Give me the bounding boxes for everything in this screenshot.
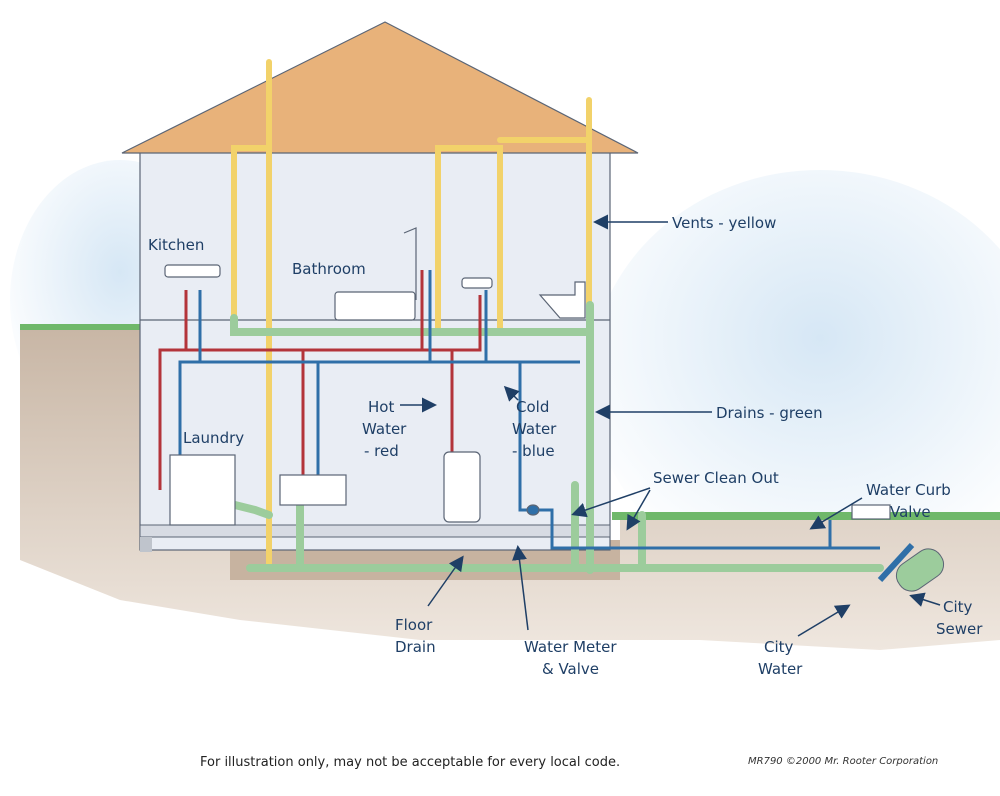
city-mains [877, 542, 945, 592]
drains-label: Drains - green [716, 404, 823, 422]
hot-water-label-line1: Hot [368, 398, 394, 416]
fixtures [164, 227, 891, 526]
sewer-clean-out-arrow-1 [571, 487, 651, 518]
laundry-tub [279, 474, 347, 506]
floor-drain-arrow [427, 555, 464, 607]
drain-pipes [230, 301, 884, 574]
hot-water-label-line3: - red [364, 442, 399, 460]
shower-head [403, 227, 417, 300]
city-sewer-arrow [909, 592, 941, 607]
leader-arrows [400, 214, 941, 637]
floor-drain-label-line2: Drain [395, 638, 436, 656]
water-meter [526, 504, 540, 516]
city-water-arrow [797, 604, 851, 637]
vents-label: Vents - yellow [672, 214, 776, 232]
hot-water-label-line2: Water [362, 420, 407, 438]
bathtub [334, 291, 416, 321]
cold-water-pipes [178, 270, 880, 550]
curb-valve-box [851, 504, 891, 520]
city-sewer-label-line2: Sewer [936, 620, 983, 638]
water-curb-valve-label-line2: Valve [890, 503, 931, 521]
sewer-clean-out-label: Sewer Clean Out [653, 469, 779, 487]
city-water-label-line2: Water [758, 660, 803, 678]
toilet [538, 281, 586, 319]
roof [121, 21, 639, 154]
vent-pipes [231, 59, 592, 571]
cold-water-label-line1: Cold [516, 398, 549, 416]
water-curb-valve-label-line1: Water Curb [866, 481, 951, 499]
credit-text: MR790 ©2000 Mr. Rooter Corporation [748, 756, 938, 767]
water-meter-label-line2: & Valve [542, 660, 599, 678]
cold-water-arrow [503, 385, 520, 402]
sewer-clean-out-arrow-2 [626, 489, 651, 531]
floor-drain-label-line1: Floor [395, 616, 433, 634]
laundry-label: Laundry [183, 429, 244, 447]
city-water-label-line1: City [764, 638, 794, 656]
cold-water-label-line2: Water [512, 420, 557, 438]
kitchen-label: Kitchen [148, 236, 204, 254]
bathroom-sink [461, 277, 493, 289]
water-meter-label-line1: Water Meter [524, 638, 617, 656]
washing-machine [169, 454, 236, 526]
city-sewer-label-line1: City [943, 598, 973, 616]
kitchen-sink [164, 264, 221, 278]
water-heater [443, 451, 481, 523]
disclaimer-text: For illustration only, may not be accept… [200, 755, 620, 770]
cold-water-label-line3: - blue [512, 442, 555, 460]
water-meter-arrow [512, 545, 529, 631]
water-curb-valve-arrow [809, 497, 863, 530]
hot-water-pipes [158, 270, 482, 490]
bathroom-label: Bathroom [292, 260, 366, 278]
